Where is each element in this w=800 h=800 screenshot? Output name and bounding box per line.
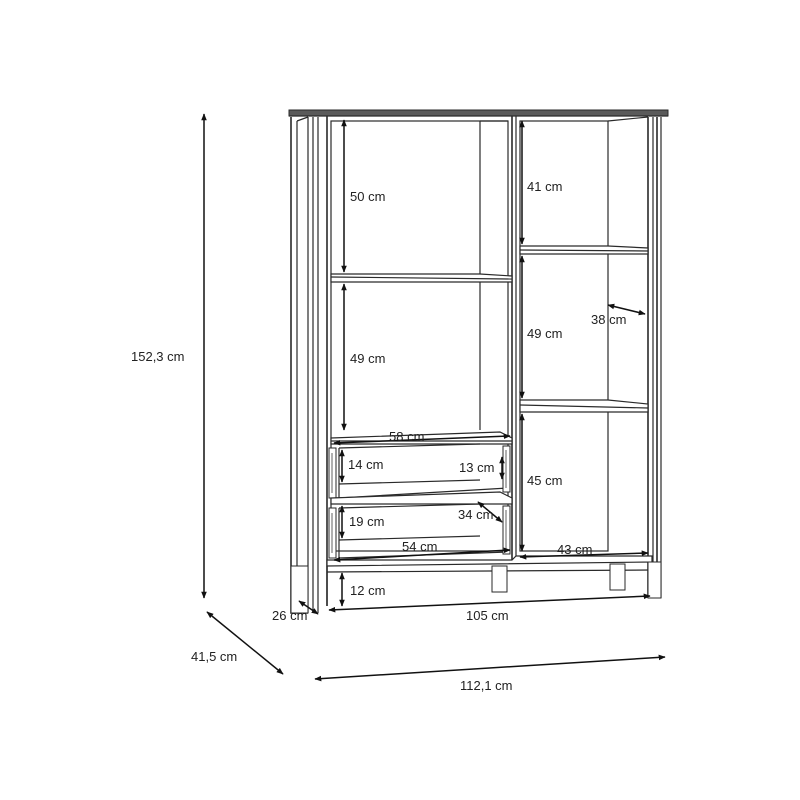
right-bottom-compartment-label: 45 cm (527, 473, 562, 488)
drawer-rear-height-label: 13 cm (459, 460, 494, 475)
drawer-runner-left-upper (328, 447, 337, 499)
cabinet-top (288, 109, 669, 117)
left-side-panel (290, 117, 308, 614)
cabinet-drawing (288, 109, 669, 614)
drawer-runner-right-lower (502, 505, 511, 555)
drawer-runner-right-upper (502, 445, 511, 493)
dimension-labels: 152,3 cm 41,5 cm 112,1 cm 105 cm 26 cm 1… (131, 179, 626, 693)
drawer-inner-width-label: 54 cm (402, 539, 437, 554)
right-shelf-depth-label: 38 cm (591, 312, 626, 327)
total-width-label: 112,1 cm (460, 678, 513, 693)
right-middle-compartment-label: 49 cm (527, 326, 562, 341)
depth-label: 41,5 cm (191, 649, 237, 664)
leg-depth-label: 26 cm (272, 608, 307, 623)
left-top-compartment-label: 50 cm (350, 189, 385, 204)
right-inner-width-label: 43 cm (557, 542, 592, 557)
left-compartment-back (330, 120, 509, 552)
dimension-arrows (201, 113, 666, 682)
drawer-runner-left-lower (328, 507, 337, 559)
legs (290, 561, 662, 614)
drawer-width-label: 58 cm (389, 429, 424, 444)
inner-width-label: 105 cm (466, 608, 509, 623)
left-middle-compartment-label: 49 cm (350, 351, 385, 366)
total-height-label: 152,3 cm (131, 349, 184, 364)
drawer-depth-label: 34 cm (458, 507, 493, 522)
lower-drawer-height-label: 19 cm (349, 514, 384, 529)
leg-height-label: 12 cm (350, 583, 385, 598)
drawer-lower (328, 491, 513, 559)
upper-drawer-height-label: 14 cm (348, 457, 383, 472)
right-top-compartment-label: 41 cm (527, 179, 562, 194)
